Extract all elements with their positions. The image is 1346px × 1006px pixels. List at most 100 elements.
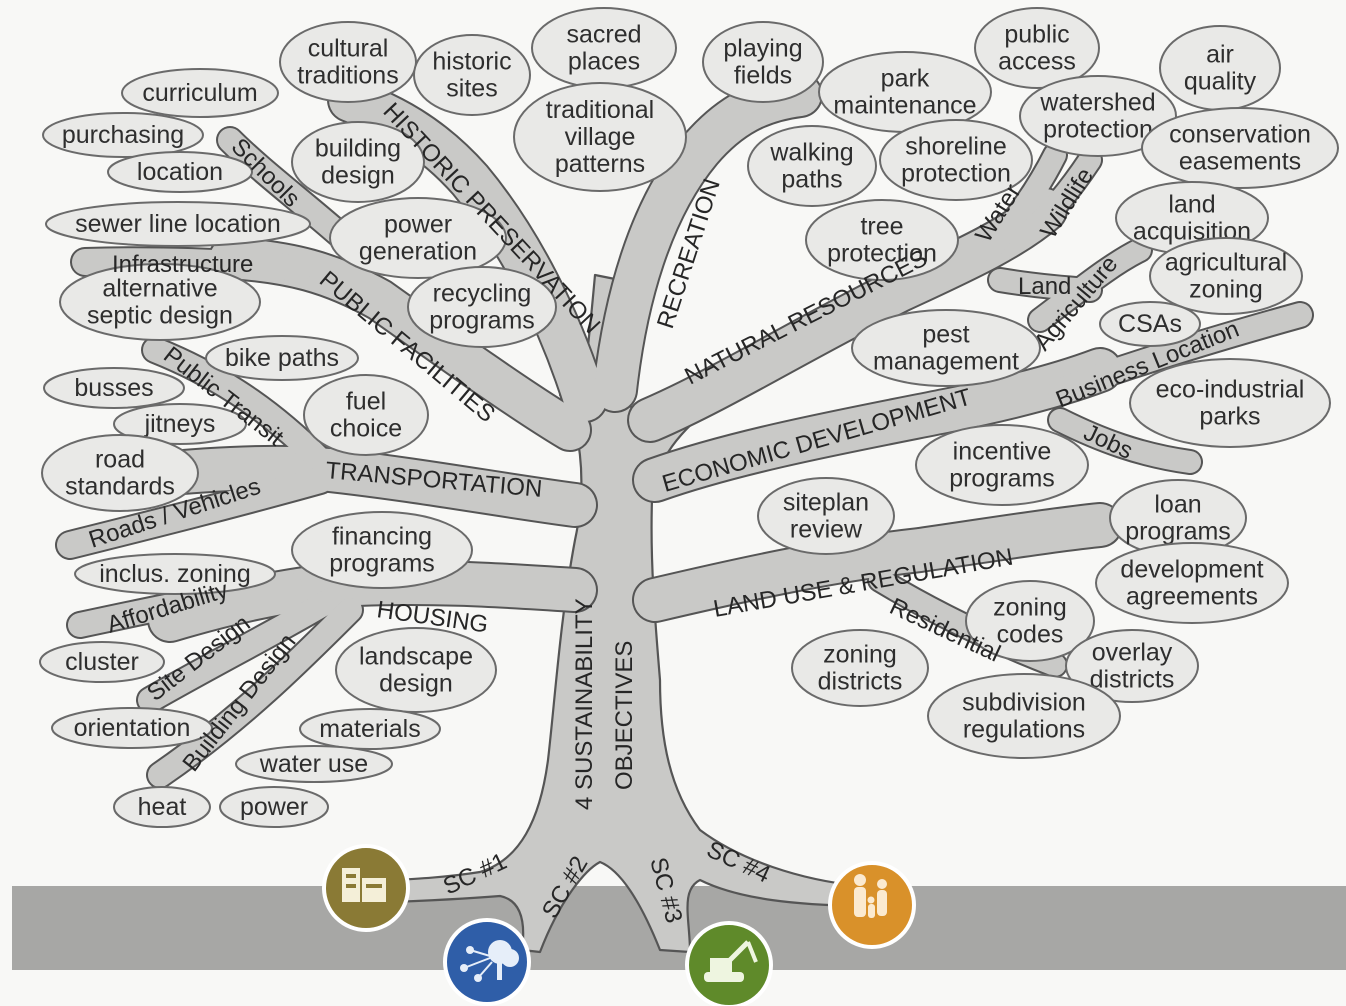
branch-label-infrastructure: Infrastructure <box>112 251 253 278</box>
bubble-outline <box>45 201 311 247</box>
bubble-text: management <box>873 348 1019 376</box>
affordability-branch <box>68 573 302 637</box>
bubble-text: busses <box>74 374 153 402</box>
bubble-text: sites <box>446 75 497 103</box>
family-icon <box>828 861 916 949</box>
bubble-text: protection <box>901 160 1011 188</box>
bubble-text: review <box>790 516 863 544</box>
bubble-outline <box>41 434 199 512</box>
bubble-outline <box>1149 237 1303 315</box>
bubble-outline <box>851 309 1041 387</box>
bubble-busses: busses <box>43 367 185 409</box>
bubble-outline <box>219 786 329 828</box>
bubble-text: watershed <box>1039 89 1155 117</box>
bubble-text: septic design <box>87 302 233 330</box>
branch-group <box>55 72 1314 789</box>
bubble-text: codes <box>997 621 1064 649</box>
bubble-text: agricultural <box>1165 249 1287 277</box>
bubble-text: walking <box>769 139 853 167</box>
bubble-outline <box>113 786 211 828</box>
bubble-location: location <box>107 151 253 193</box>
bubble-outline <box>915 424 1089 506</box>
bubble-text: choice <box>330 415 402 443</box>
bubble-text: alternative <box>102 275 217 303</box>
bubble-curriculum: curriculum <box>121 68 279 118</box>
bubble-text: building <box>315 135 401 163</box>
bubble-text: sewer line location <box>75 210 281 238</box>
bubble-heat: heat <box>113 786 211 828</box>
bubble-power: power <box>219 786 329 828</box>
bubble-orientation: orientation <box>51 707 213 749</box>
trunk-label-line-1: 4 SUSTAINABILITY <box>571 598 598 810</box>
bubble-text: playing <box>723 35 802 63</box>
bubble-outline <box>43 367 185 409</box>
bubble-text: access <box>998 48 1076 76</box>
branch-label-jobs: Jobs <box>1079 419 1136 465</box>
bubble-purchasing: purchasing <box>42 112 204 158</box>
bubble-outline <box>299 708 441 750</box>
water-branch <box>979 144 1066 261</box>
bubble-text: overlay <box>1092 639 1173 667</box>
bubble-outline <box>965 580 1095 662</box>
bubble-outline <box>291 511 473 589</box>
bubble-text: financing <box>332 523 432 551</box>
bubble-outline <box>205 335 359 381</box>
bubble-outline <box>1065 629 1199 703</box>
bubble-text: zoning <box>1189 276 1263 304</box>
trunk-label-line-2: OBJECTIVES <box>611 641 638 790</box>
bubble-text: curriculum <box>142 79 257 107</box>
bubble-text: CSAs <box>1118 310 1182 338</box>
bubble-outline <box>107 151 253 193</box>
bubble-text: tree <box>860 213 903 241</box>
bubble-text: regulations <box>963 716 1085 744</box>
bubble-text: heat <box>138 793 187 821</box>
network-cloud-icon <box>443 918 531 1006</box>
bubble-text: power <box>240 793 308 821</box>
bubble-text: conservation <box>1169 121 1311 149</box>
bubble-text: landscape <box>359 643 473 671</box>
bubble-outline <box>113 403 247 445</box>
bubble-text: power <box>384 211 452 239</box>
bubble-text: fuel <box>346 388 386 416</box>
bubble-text: programs <box>429 307 535 335</box>
bubble-outline <box>805 199 959 281</box>
bubble-sewer-line-location: sewer line location <box>45 201 311 247</box>
roads-vehicles-branch <box>57 467 333 558</box>
bubble-text: development <box>1120 556 1263 584</box>
schools-branch <box>218 128 352 247</box>
land-use-branch <box>634 504 1121 621</box>
recreation-branch <box>594 74 821 411</box>
bubble-inclus-zoning: inclus. zoning <box>74 553 276 595</box>
bubble-csas: CSAs <box>1099 301 1201 347</box>
bubble-text: districts <box>818 668 903 696</box>
bubble-text: subdivision <box>962 689 1086 717</box>
bubble-text: inclus. zoning <box>99 560 250 588</box>
bubble-outline <box>1141 107 1339 189</box>
bubble-text: agreements <box>1126 583 1258 611</box>
bubble-cluster: cluster <box>39 641 165 683</box>
business-location-branch <box>1048 303 1312 402</box>
bubble-text: parks <box>1199 403 1260 431</box>
bubble-outline <box>974 7 1100 89</box>
bubble-outline <box>42 112 204 158</box>
bubble-text: places <box>568 48 640 76</box>
bubble-text: cultural <box>308 35 389 63</box>
bubble-text: historic <box>432 48 511 76</box>
bubble-text: loan <box>1154 491 1201 519</box>
